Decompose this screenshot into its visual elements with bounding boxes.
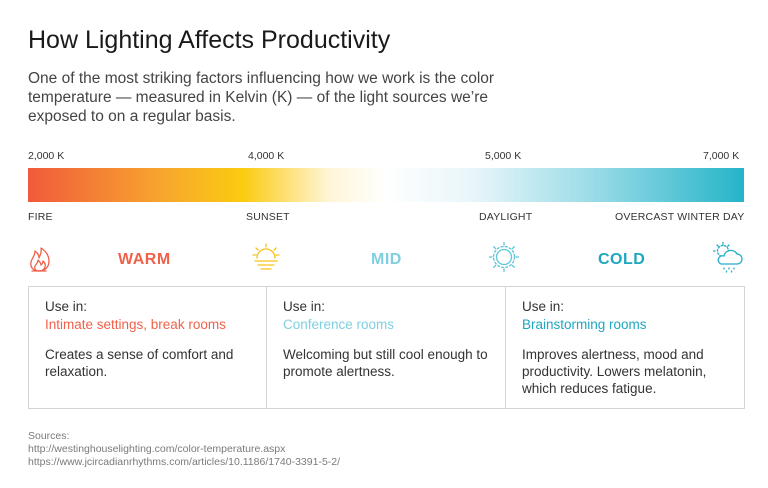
temperature-cold: COLD: [598, 251, 646, 268]
cold-panel: Use in: Brainstorming rooms Improves ale…: [506, 286, 745, 409]
source-label-overcast: OVERCAST WINTER DAY: [615, 211, 745, 223]
use-in-label: Use in:: [45, 299, 88, 314]
cold-rooms: Brainstorming rooms: [522, 317, 647, 332]
temperature-warm: WARM: [118, 251, 171, 268]
sunset-icon: [252, 243, 280, 270]
mid-rooms: Conference rooms: [283, 317, 395, 332]
source-label-sunset: SUNSET: [246, 211, 290, 223]
kelvin-label-7000: 7,000 K: [703, 150, 740, 162]
temperature-mid: MID: [371, 251, 402, 268]
sources-heading: Sources:: [28, 430, 70, 442]
cloud-snow-icon: [712, 241, 743, 273]
mid-panel: Use in: Conference rooms Welcoming but s…: [267, 286, 506, 409]
sun-icon: [488, 241, 520, 273]
cold-description: Improves alertness, mood and productivit…: [522, 347, 707, 396]
intro-text: One of the most striking factors influen…: [28, 70, 495, 125]
kelvin-label-5000: 5,000 K: [485, 150, 522, 162]
kelvin-label-4000: 4,000 K: [248, 150, 285, 162]
mid-description: Welcoming but still cool enough to promo…: [283, 347, 488, 379]
source-link[interactable]: http://westinghouselighting.com/color-te…: [28, 443, 286, 455]
kelvin-label-2000: 2,000 K: [28, 150, 65, 162]
source-label-daylight: DAYLIGHT: [479, 211, 533, 223]
warm-rooms: Intimate settings, break rooms: [45, 317, 226, 332]
use-in-label: Use in:: [283, 299, 326, 314]
source-label-fire: FIRE: [28, 211, 53, 223]
warm-panel: Use in: Intimate settings, break rooms C…: [28, 286, 267, 409]
use-in-label: Use in:: [522, 299, 565, 314]
source-link[interactable]: https://www.jcircadianrhythms.com/articl…: [28, 456, 341, 468]
sources: Sources: http://westinghouselighting.com…: [28, 430, 340, 469]
flame-icon: [30, 247, 50, 272]
color-temperature-spectrum: [28, 168, 744, 202]
page-title: How Lighting Affects Productivity: [28, 26, 391, 54]
warm-description: Creates a sense of comfort and relaxatio…: [45, 347, 234, 379]
